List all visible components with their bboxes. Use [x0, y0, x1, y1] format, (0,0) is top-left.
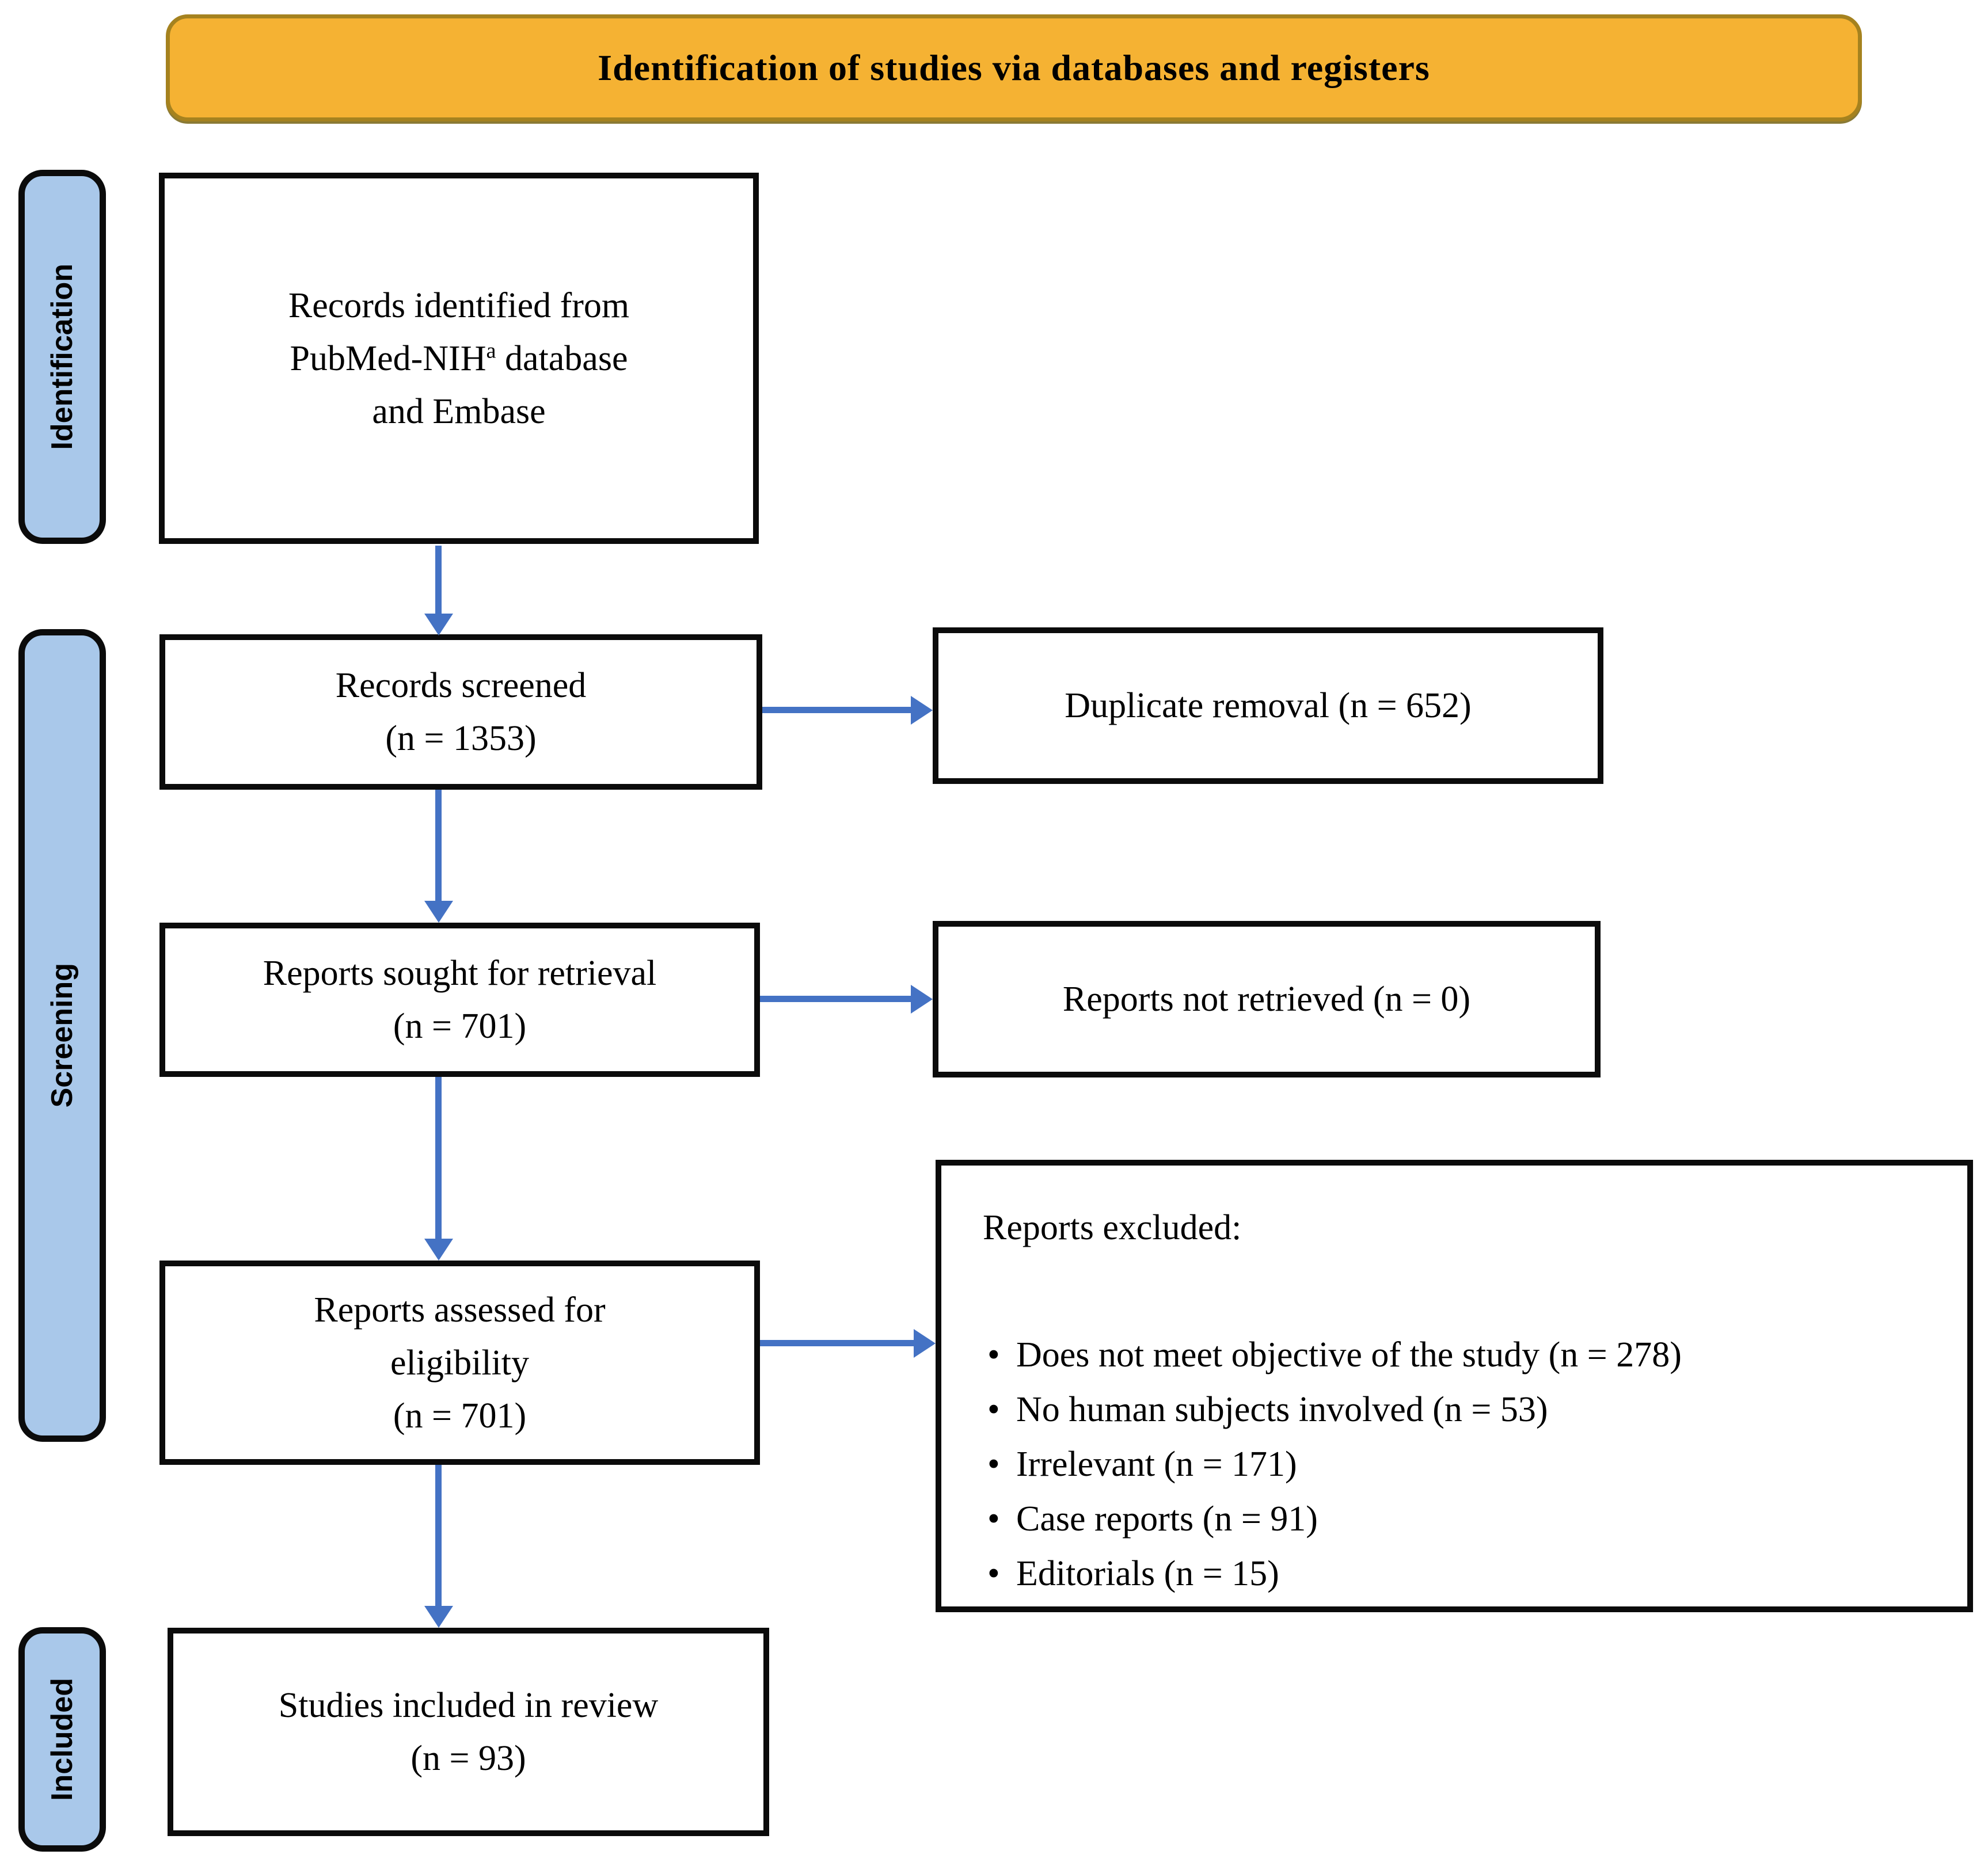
- arrow-head-right-icon: [914, 1329, 936, 1358]
- studies-included-count: (n = 93): [410, 1739, 526, 1778]
- arrow-shaft: [760, 1340, 915, 1346]
- records-identified-line2-post: database: [496, 338, 628, 378]
- excluded-reason-item: Editorials (n = 15): [983, 1547, 1682, 1601]
- duplicate-removal-text: Duplicate removal (n = 652): [1065, 686, 1472, 725]
- reports-assessed-count: (n = 701): [393, 1396, 527, 1435]
- box-reports-sought: Reports sought for retrieval (n = 701): [159, 923, 760, 1077]
- box-reports-assessed: Reports assessed for eligibility (n = 70…: [159, 1261, 760, 1465]
- box-duplicate-removal: Duplicate removal (n = 652): [933, 627, 1603, 784]
- records-identified-line1: Records identified from: [288, 285, 630, 325]
- box-records-screened: Records screened (n = 1353): [159, 634, 762, 790]
- studies-included-line1: Studies included in review: [278, 1686, 659, 1725]
- arrow-head-down-icon: [424, 1606, 453, 1628]
- banner-identification-of-studies: Identification of studies via databases …: [166, 14, 1862, 121]
- arrow-shaft: [435, 790, 442, 903]
- reports-assessed-line2: eligibility: [390, 1343, 530, 1383]
- arrow-head-right-icon: [911, 696, 933, 725]
- stage-label-included-text: Included: [45, 1678, 79, 1801]
- reports-excluded-list: Does not meet objective of the study (n …: [983, 1328, 1682, 1601]
- excluded-reason-item: Does not meet objective of the study (n …: [983, 1328, 1682, 1383]
- excluded-reason-item: Irrelevant (n = 171): [983, 1437, 1682, 1492]
- stage-label-identification: Identification: [18, 170, 106, 544]
- excluded-reason-item: Case reports (n = 91): [983, 1492, 1682, 1547]
- arrow-head-right-icon: [911, 985, 933, 1014]
- arrow-shaft: [760, 996, 912, 1002]
- arrow-head-down-icon: [424, 614, 453, 635]
- excluded-reason-item: No human subjects involved (n = 53): [983, 1383, 1682, 1437]
- stage-label-identification-text: Identification: [45, 264, 79, 450]
- stage-label-screening-text: Screening: [45, 963, 79, 1108]
- arrow-head-down-icon: [424, 1239, 453, 1261]
- box-reports-excluded: Reports excluded: Does not meet objectiv…: [936, 1160, 1973, 1612]
- arrow-shaft: [435, 546, 442, 616]
- arrow-shaft: [435, 1465, 442, 1608]
- box-reports-not-retrieved: Reports not retrieved (n = 0): [933, 921, 1601, 1077]
- box-studies-included: Studies included in review (n = 93): [168, 1628, 769, 1836]
- box-records-identified: Records identified from PubMed-NIHa data…: [159, 173, 759, 544]
- stage-label-screening: Screening: [18, 629, 106, 1442]
- arrow-shaft: [762, 707, 913, 713]
- reports-not-retrieved-text: Reports not retrieved (n = 0): [1062, 980, 1471, 1019]
- records-identified-line2: PubMed-NIHa database: [290, 332, 628, 385]
- records-identified-line2-pre: PubMed-NIH: [290, 338, 486, 378]
- footnote-marker-a: a: [486, 338, 496, 363]
- banner-title: Identification of studies via databases …: [598, 47, 1430, 88]
- records-screened-count: (n = 1353): [385, 719, 537, 758]
- stage-label-included: Included: [18, 1627, 106, 1852]
- records-screened-line1: Records screened: [335, 666, 587, 705]
- arrow-head-down-icon: [424, 901, 453, 923]
- reports-sought-count: (n = 701): [393, 1007, 527, 1046]
- records-identified-line3: and Embase: [372, 391, 546, 431]
- reports-sought-line1: Reports sought for retrieval: [263, 954, 657, 993]
- reports-assessed-line1: Reports assessed for: [314, 1290, 606, 1330]
- arrow-shaft: [435, 1077, 442, 1241]
- reports-excluded-header: Reports excluded:: [983, 1208, 1242, 1247]
